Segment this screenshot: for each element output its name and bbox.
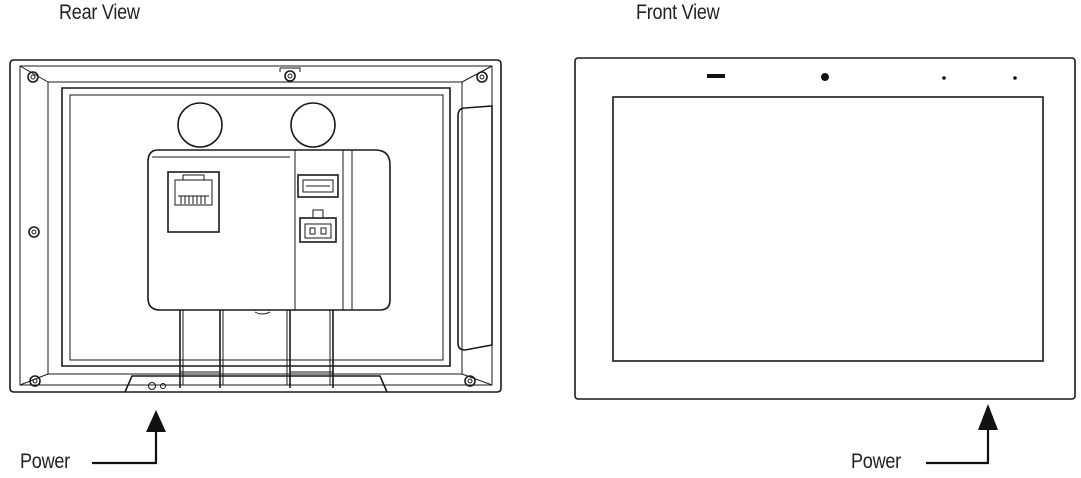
front-power-label: Power — [851, 450, 901, 473]
power-connector-icon — [299, 209, 337, 243]
rear-power-arrow — [92, 410, 166, 465]
rear-device — [9, 59, 502, 393]
front-view-title: Front View — [636, 1, 720, 24]
ethernet-port-icon — [167, 171, 220, 233]
screw-icon — [27, 70, 488, 387]
rear-power-label: Power — [20, 450, 70, 473]
camera-icon — [821, 73, 829, 81]
light-sensor-icon — [707, 74, 725, 78]
indicator-dot-icon — [1013, 76, 1017, 80]
rear-power-button — [148, 382, 156, 390]
mount-peg — [290, 102, 336, 148]
rear-view-title: Rear View — [59, 1, 140, 24]
indicator-dot-icon — [942, 76, 946, 80]
usb-port-icon — [297, 174, 339, 198]
front-power-arrow — [926, 404, 998, 465]
mount-peg — [177, 102, 223, 148]
front-device — [574, 57, 1076, 400]
